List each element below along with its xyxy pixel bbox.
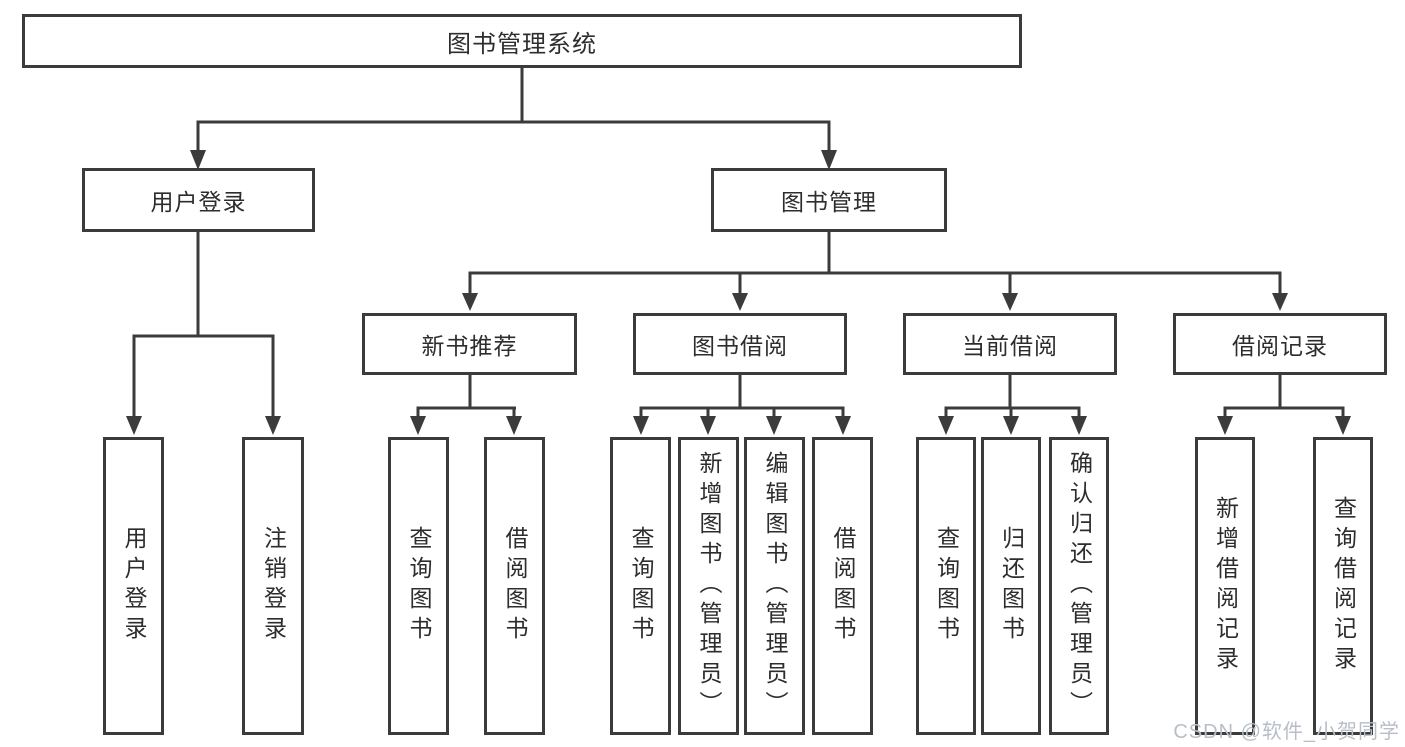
leaf-query-book-borrow-label: 查询图书	[628, 526, 654, 646]
leaf-add-borrow-record-label: 新增借阅记录	[1212, 496, 1239, 676]
node-new-book-recommend-label: 新书推荐	[421, 333, 518, 359]
leaf-logout-label: 注销登录	[260, 526, 287, 646]
edge-current-borrow-to-leaves	[944, 375, 1081, 420]
edge-book-management-to-level3	[468, 232, 1282, 296]
leaf-borrow-book-recommend-label: 借阅图书	[502, 526, 528, 646]
leaf-query-borrow-record: 查询借阅记录	[1313, 437, 1373, 735]
watermark: CSDN @软件_小贺同学	[1173, 721, 1400, 743]
node-current-borrow: 当前借阅	[903, 313, 1117, 375]
leaf-confirm-return-admin: 确认归还（管理员）	[1049, 437, 1109, 735]
leaf-logout: 注销登录	[242, 437, 304, 735]
node-book-borrow: 图书借阅	[633, 313, 847, 375]
leaf-return-book-label: 归还图书	[998, 526, 1025, 646]
edge-book-borrow-to-leaves	[639, 375, 845, 420]
edge-user-login-to-leaves	[132, 232, 275, 420]
node-user-login-label: 用户登录	[150, 189, 247, 215]
node-user-login: 用户登录	[82, 168, 315, 232]
leaf-edit-book-admin-label: 编辑图书（管理员）	[762, 451, 788, 721]
edge-root-to-level2	[196, 68, 831, 152]
leaf-add-borrow-record: 新增借阅记录	[1195, 437, 1255, 735]
leaf-add-book-admin: 新增图书（管理员）	[678, 437, 739, 735]
leaf-user-login-label: 用户登录	[121, 526, 147, 646]
leaf-confirm-return-admin-label: 确认归还（管理员）	[1066, 451, 1093, 721]
leaf-borrow-book-recommend: 借阅图书	[484, 437, 545, 735]
leaf-return-book: 归还图书	[981, 437, 1041, 735]
node-root-label: 图书管理系统	[447, 30, 597, 58]
leaf-query-book-recommend-label: 查询图书	[406, 526, 432, 646]
leaf-query-book-current: 查询图书	[916, 437, 976, 735]
edge-borrow-records-to-leaves	[1223, 375, 1345, 420]
leaf-query-book-borrow: 查询图书	[610, 437, 671, 735]
node-book-management-label: 图书管理	[781, 189, 877, 215]
leaf-query-book-current-label: 查询图书	[933, 526, 960, 646]
leaf-borrow-book-borrow: 借阅图书	[812, 437, 873, 735]
leaf-borrow-book-borrow-label: 借阅图书	[830, 526, 856, 646]
leaf-query-borrow-record-label: 查询借阅记录	[1330, 496, 1357, 676]
leaf-edit-book-admin: 编辑图书（管理员）	[744, 437, 805, 735]
leaf-add-book-admin-label: 新增图书（管理员）	[696, 451, 722, 721]
node-borrow-records-label: 借阅记录	[1232, 333, 1328, 359]
node-new-book-recommend: 新书推荐	[362, 313, 577, 375]
edge-new-book-to-leaves	[416, 375, 516, 420]
node-book-management: 图书管理	[711, 168, 947, 232]
leaf-user-login: 用户登录	[103, 437, 164, 735]
node-current-borrow-label: 当前借阅	[962, 333, 1058, 359]
node-root: 图书管理系统	[22, 14, 1022, 68]
node-book-borrow-label: 图书借阅	[692, 333, 788, 359]
node-borrow-records: 借阅记录	[1173, 313, 1387, 375]
leaf-query-book-recommend: 查询图书	[388, 437, 449, 735]
